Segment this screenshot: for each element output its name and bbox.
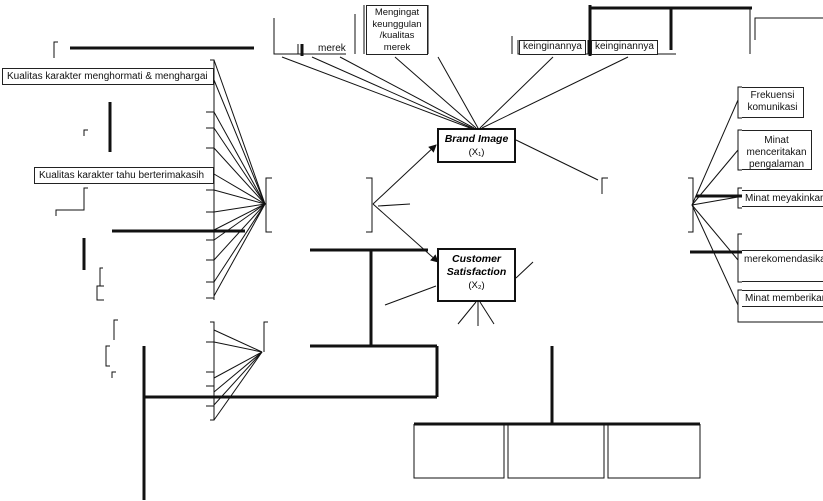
customer-satisfaction-variable: (X₂) [468,280,485,291]
connector-line [481,56,629,129]
brand-image-node: Brand Image (X₁) [437,128,516,163]
right-give-label: Minat memberikan [742,290,823,307]
connector-line [339,56,475,129]
indicator-grateful-label: Kualitas karakter tahu berterimakasih [34,167,214,184]
connector-line [394,56,477,129]
top-desire-label-1: keinginannya [519,40,586,55]
right-frequency-label: Frekuensi komunikasi [742,87,804,118]
top-desire-label-2: keinginannya [591,40,658,55]
indicator-respect-label: Kualitas karakter menghormati & mengharg… [2,68,214,85]
right-convince-label: Minat meyakinkan [742,190,823,207]
customer-satisfaction-title: Customer Satisfaction [446,253,507,278]
right-share-label: Minat menceritakan pengalaman [742,130,812,170]
right-recommend-label: merekomendasikan orang lain [742,250,823,282]
brand-image-title: Brand Image [444,133,509,145]
top-remember-label: Mengingat keunggulan /kualitas merek [366,5,428,55]
connector-line [437,56,479,129]
customer-satisfaction-node: Customer Satisfaction (X₂) [437,248,516,302]
top-brand-label: merek [318,43,346,54]
connector-line [311,56,473,129]
connector-line [281,56,471,129]
brand-image-variable: (X₁) [468,147,485,158]
connector-line [479,56,554,129]
